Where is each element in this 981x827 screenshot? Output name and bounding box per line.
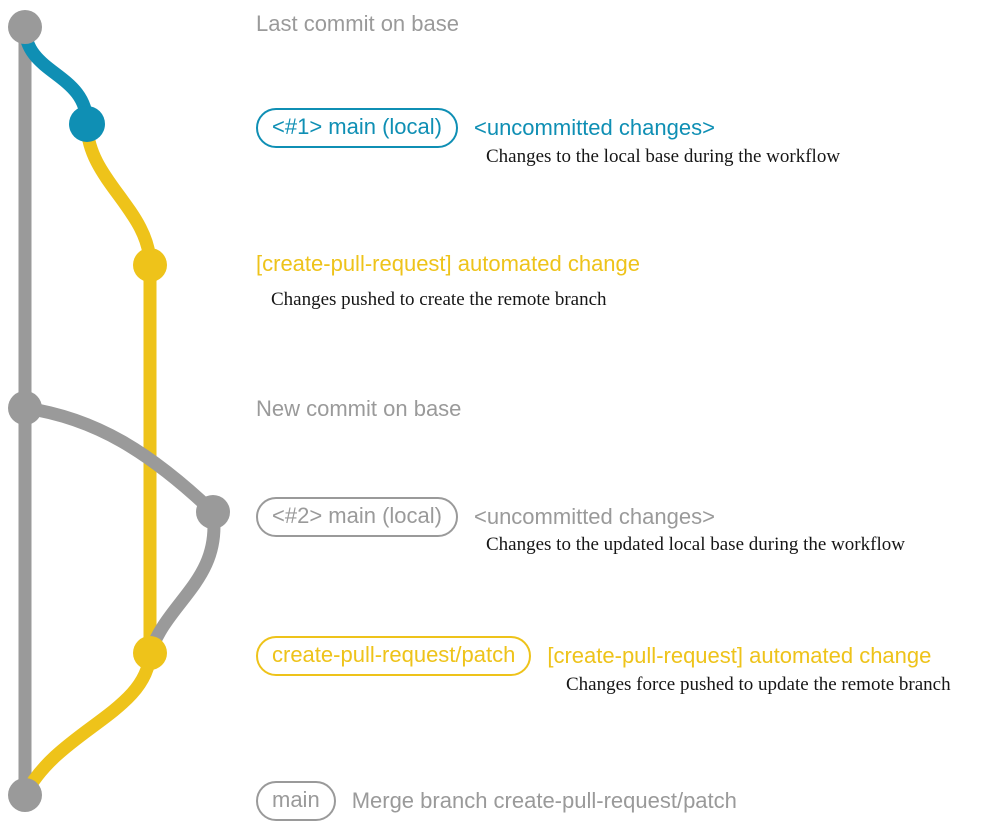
branch-badge-create-pull-request-patch[interactable]: create-pull-request/patch — [256, 636, 532, 676]
row-headline: [create-pull-request] automated change — [547, 643, 932, 668]
row-headline: Last commit on base — [256, 11, 459, 36]
edge-patch2-to-merge — [18, 646, 157, 802]
row-headline: <uncommitted changes> — [473, 115, 715, 140]
commit-node-base-last[interactable] — [8, 10, 42, 44]
row-headline: New commit on base — [256, 396, 462, 421]
row-automated-change-1: [create-pull-request] automated change — [256, 251, 640, 277]
row-headline: <uncommitted changes> — [473, 504, 715, 529]
row-automated-change-2: create-pull-request/patch [create-pull-r… — [256, 636, 931, 676]
branch-badge-main[interactable]: main — [256, 781, 336, 821]
row-local-uncommitted-1: <#1> main (local) <uncommitted changes> — [256, 108, 715, 148]
row-local-uncommitted-2: <#2> main (local) <uncommitted changes> — [256, 497, 715, 537]
row-subtext-automated-change-1: Changes pushed to create the remote bran… — [271, 289, 607, 310]
row-new-commit-on-base: New commit on base — [256, 396, 461, 422]
edge-basenew-to-local2 — [18, 401, 220, 519]
commit-node-patch-2[interactable] — [133, 636, 167, 670]
row-subtext-local-uncommitted-1: Changes to the local base during the wor… — [486, 146, 841, 167]
commit-node-base-merge[interactable] — [8, 778, 42, 812]
row-headline: [create-pull-request] automated change — [256, 251, 641, 276]
commit-node-local-1[interactable] — [69, 106, 105, 142]
row-headline: Merge branch create-pull-request/patch — [351, 788, 737, 813]
row-merge-commit: main Merge branch create-pull-request/pa… — [256, 781, 737, 821]
branch-badge-main-local-1[interactable]: <#1> main (local) — [256, 108, 458, 148]
edge-local1-to-patch1 — [80, 117, 157, 272]
row-subtext-local-uncommitted-2: Changes to the updated local base during… — [486, 534, 905, 555]
row-last-commit-on-base: Last commit on base — [256, 11, 459, 37]
edge-local2-to-patch2 — [143, 505, 221, 660]
commit-node-patch-1[interactable] — [133, 248, 167, 282]
commit-node-local-2[interactable] — [196, 495, 230, 529]
row-subtext-automated-change-2: Changes force pushed to update the remot… — [566, 674, 951, 695]
branch-badge-main-local-2[interactable]: <#2> main (local) — [256, 497, 458, 537]
commit-node-base-new[interactable] — [8, 391, 42, 425]
